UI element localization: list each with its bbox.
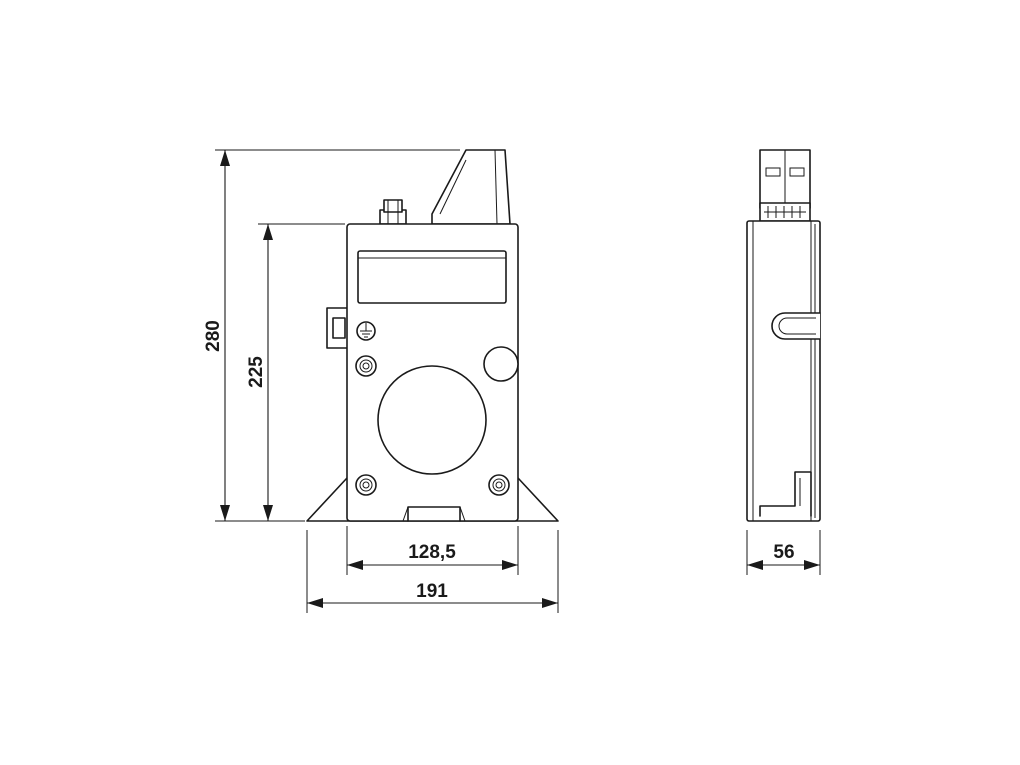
front-view — [306, 149, 559, 522]
housing-body — [346, 223, 519, 522]
dimension-overall-width: 191 — [306, 530, 559, 613]
dimension-overall-width-label: 191 — [416, 581, 448, 602]
terminal-screw-bottom-left — [355, 474, 377, 496]
dimension-overall-height-label: 280 — [203, 320, 224, 352]
dimension-depth-label: 56 — [773, 542, 794, 563]
dimension-body-width: 128,5 — [346, 526, 519, 575]
dimension-depth: 56 — [746, 530, 821, 575]
dimension-overall-height: 280 — [203, 149, 460, 522]
primary-conductor-opening — [377, 365, 487, 475]
dimension-body-width-label: 128,5 — [408, 542, 456, 563]
top-plug — [379, 199, 407, 225]
side-connector — [759, 149, 811, 222]
side-clip — [326, 307, 350, 349]
side-body — [746, 220, 821, 522]
dimension-body-height: 225 — [246, 223, 345, 521]
terminal-screw-bottom-right — [488, 474, 510, 496]
bottom-notch — [407, 506, 461, 522]
connector-housing — [431, 149, 511, 225]
adjust-knob — [483, 346, 519, 382]
terminal-screw-top-left — [355, 355, 377, 377]
side-view — [746, 149, 821, 522]
display-window — [357, 250, 507, 304]
side-bottom-latch — [759, 471, 812, 517]
dimension-body-height-label: 225 — [246, 356, 267, 388]
side-clip-slot — [771, 312, 821, 340]
ground-icon — [356, 321, 376, 341]
